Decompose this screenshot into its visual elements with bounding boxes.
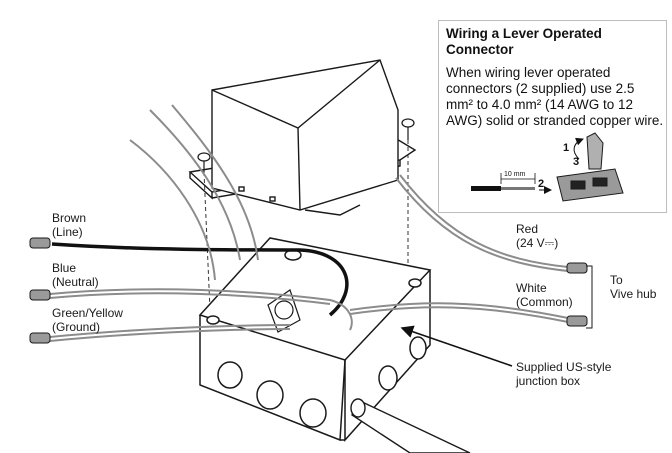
label-vive-hub: To Vive hub [610,273,656,301]
step-1-label: 1 [563,142,569,154]
label-white-name: White [516,281,547,295]
wire-green [49,324,291,342]
label-blue-name: Blue [52,261,77,275]
label-blue: Blue (Neutral) [52,261,99,289]
label-brown-name: Brown [52,211,87,225]
inset-title: Wiring a Lever Operated Connector [446,26,602,57]
lever-connector-illustration: 10 mm 2 1 3 [471,132,624,202]
label-to: To [610,273,623,287]
step-1-arrow [573,137,584,160]
label-white-role: (Common) [516,295,573,309]
connector-brown [29,237,51,249]
strip-length-label: 10 mm [504,171,526,178]
wire-red [395,174,569,272]
conduit [350,398,471,453]
screw-right [401,118,415,140]
label-green-name: Green/Yellow [52,306,123,320]
inset-body: When wiring lever operated connectors (2… [446,65,664,128]
vive-bracket [586,265,593,329]
wire-white [349,302,569,323]
label-brown-role: (Line) [52,225,83,239]
wire-blue [49,288,353,331]
screw-left [197,152,211,172]
label-vive: Vive hub [610,287,657,301]
connector-instructions-panel: Wiring a Lever Operated Connector When w… [438,20,667,213]
label-red-role: (24 V⎓) [516,236,559,250]
stripped-wire [471,173,536,191]
label-red: Red (24 V⎓) [516,222,558,250]
junction-box [198,237,432,442]
label-green: Green/Yellow (Ground) [52,306,123,334]
label-red-name: Red [516,222,539,236]
label-junction-line2: junction box [516,374,581,388]
connector-green [29,332,51,344]
step-3-label: 3 [573,156,579,168]
wire-brown [51,242,349,317]
connector-red [566,262,588,274]
label-junction-box: Supplied US-style junction box [516,360,611,388]
label-blue-role: (Neutral) [52,275,99,289]
connector-blue [29,289,51,301]
label-brown: Brown (Line) [52,211,86,239]
step-2-label: 2 [538,178,544,190]
power-module [188,59,417,216]
label-white: White (Common) [516,281,573,309]
mounting-guides [203,140,409,311]
lever-connector [556,132,624,202]
junction-arrow [400,325,513,367]
label-green-role: (Ground) [52,320,101,334]
connector-white [566,315,588,327]
label-junction-line1: Supplied US-style [516,360,612,374]
module-leads [129,104,259,281]
